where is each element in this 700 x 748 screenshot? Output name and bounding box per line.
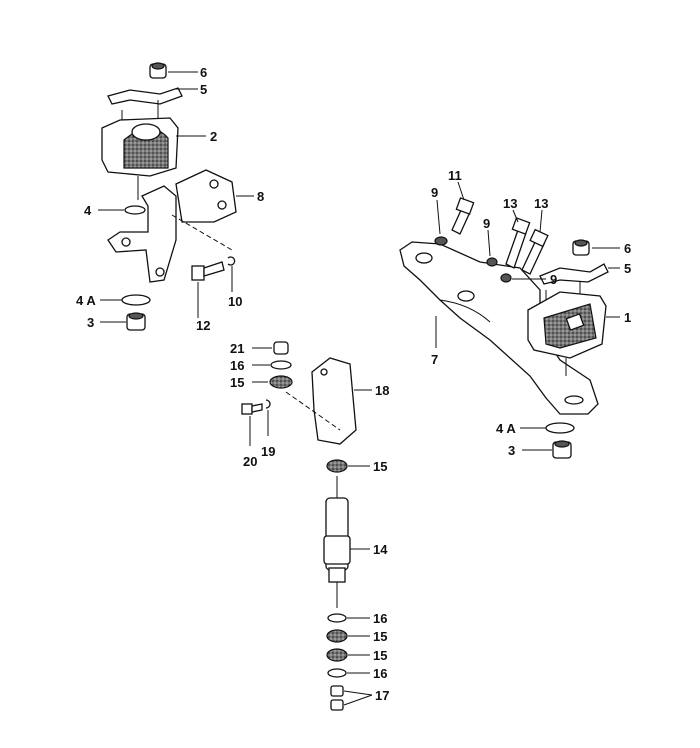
callout-10: 10 — [228, 294, 242, 309]
rubber-mount-2-left — [101, 100, 179, 200]
washer-9b — [486, 257, 498, 267]
washer-4-left — [124, 205, 146, 215]
callout-17: 17 — [375, 688, 389, 703]
callout-18: 18 — [375, 383, 389, 398]
callout-16-b: 16 — [373, 666, 387, 681]
callout-6: 6 — [200, 65, 207, 80]
nut-21 — [273, 341, 289, 355]
lockwasher-19 — [265, 399, 271, 409]
callout-11: 11 — [448, 168, 462, 183]
callout-14: 14 — [373, 542, 388, 557]
callout-5: 5 — [200, 82, 207, 97]
callout-9a: 9 — [431, 185, 438, 200]
callout-3: 3 — [87, 315, 94, 330]
plate-5-right — [539, 263, 609, 285]
right-mount-assembly: 11 9 9 13 13 6 5 9 1 7 4 A 3 — [399, 168, 631, 459]
lockwasher-10-left — [227, 256, 236, 266]
washer-16-a — [327, 613, 347, 623]
bolt-20 — [241, 403, 263, 415]
callout-4a-right: 4 A — [496, 421, 516, 436]
callout-5-right: 5 — [624, 261, 631, 276]
callout-15-b: 15 — [373, 648, 387, 663]
callout-15-a: 15 — [373, 629, 387, 644]
washer-16-b — [327, 668, 347, 678]
bolt-12-left — [191, 261, 225, 281]
callout-3-right: 3 — [508, 443, 515, 458]
callout-9c: 9 — [550, 272, 557, 287]
carrier-7 — [399, 241, 599, 415]
callout-6-right: 6 — [624, 241, 631, 256]
bushing-15-a — [326, 629, 348, 643]
callout-21: 21 — [230, 341, 244, 356]
callout-2: 2 — [210, 129, 217, 144]
callout-4: 4 — [84, 203, 92, 218]
callout-16-a: 16 — [373, 611, 387, 626]
washer-4a-left — [121, 294, 151, 306]
callout-15-upper: 15 — [373, 459, 387, 474]
nut-6-left — [149, 62, 167, 79]
washer-16-top — [270, 360, 292, 370]
bushing-15-b — [326, 648, 348, 662]
callout-13a: 13 — [503, 196, 517, 211]
bracket-18 — [285, 357, 357, 445]
callout-19: 19 — [261, 444, 275, 459]
callout-1: 1 — [624, 310, 631, 325]
washer-9c — [500, 273, 512, 283]
bracket-8-left — [107, 169, 237, 283]
rubber-mount-1-right — [527, 282, 607, 376]
callout-20: 20 — [243, 454, 257, 469]
bushing-15-top — [269, 375, 293, 389]
callout-15-top: 15 — [230, 375, 244, 390]
nut-6-right — [572, 239, 590, 256]
damper-assembly: 21 16 15 18 20 19 15 14 16 15 15 16 17 — [230, 341, 389, 711]
callout-9b: 9 — [483, 216, 490, 231]
callout-13b: 13 — [534, 196, 548, 211]
left-mount-assembly: 6 5 2 8 4 10 12 4 A 3 — [76, 62, 264, 333]
callout-12: 12 — [196, 318, 210, 333]
bushing-15-upper — [326, 459, 348, 473]
plate-5-left — [107, 87, 183, 105]
callout-8: 8 — [257, 189, 264, 204]
callout-7: 7 — [431, 352, 438, 367]
shock-absorber-14 — [323, 476, 351, 608]
nut-3-left — [126, 312, 146, 331]
nuts-17 — [330, 685, 344, 711]
callout-16-top: 16 — [230, 358, 244, 373]
washer-9a — [434, 236, 448, 246]
nut-3-right — [552, 440, 572, 459]
callout-4a: 4 A — [76, 293, 96, 308]
bolt-axis-left — [171, 214, 233, 251]
washer-4a-right — [545, 422, 575, 434]
bolts-11-13 — [451, 197, 549, 275]
